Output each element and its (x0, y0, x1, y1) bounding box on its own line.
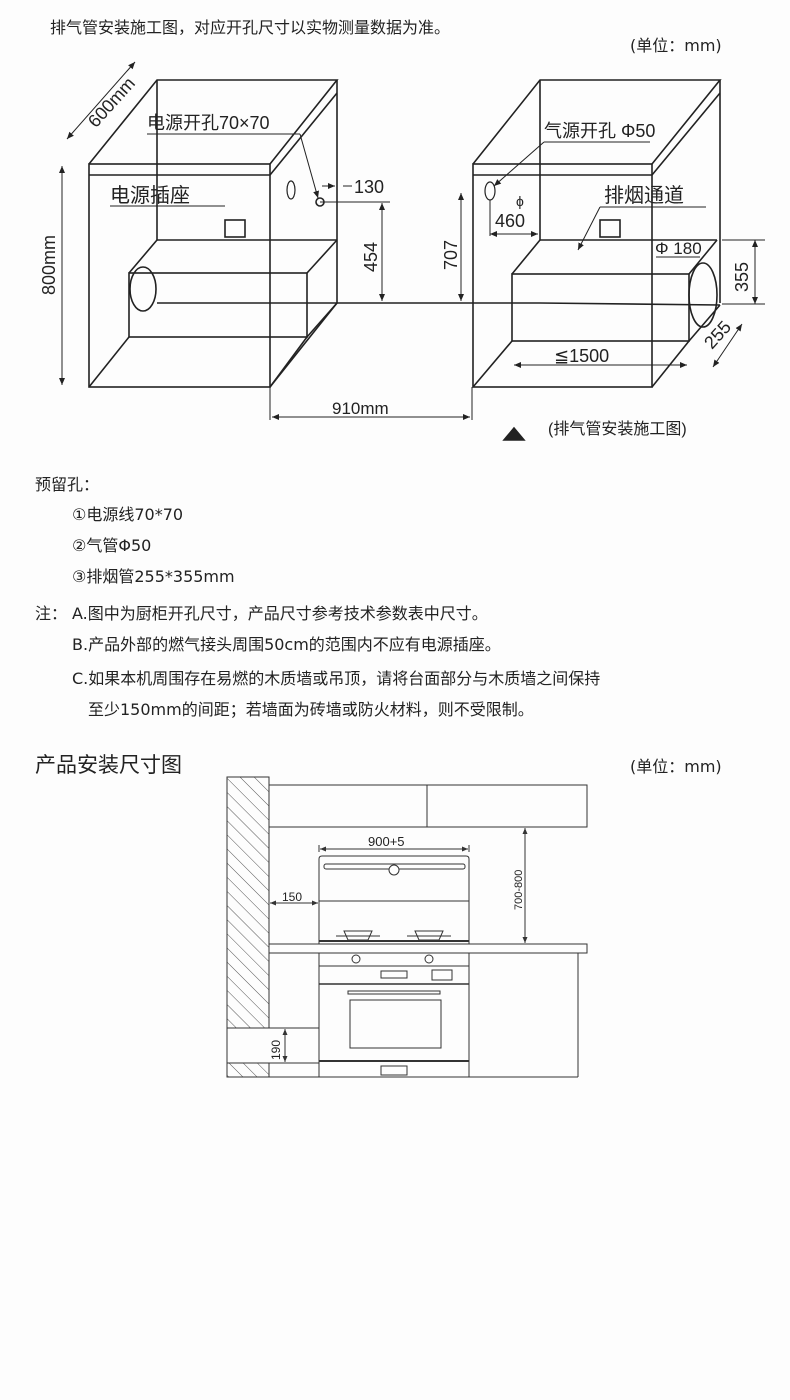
dim-707: 707 (441, 240, 461, 270)
triangle-marker-icon (502, 426, 526, 441)
width-label: 910mm (332, 399, 389, 418)
power-socket-icon (224, 219, 246, 238)
power-hole-label: 电源开孔70×70 (147, 113, 270, 133)
note-item: B.产品外部的燃气接头周围50cm的范围内不应有电源插座。 (72, 635, 501, 654)
subtitle: 排气管安装施工图，对应开孔尺寸以实物测量数据为准。 (50, 18, 451, 37)
flue-label: 排烟通道 (604, 184, 684, 207)
plinth-height-label: 190 (269, 1040, 283, 1060)
left-cabinet (88, 79, 339, 388)
upper-cabinet (268, 784, 588, 828)
wall-gap-label: 150 (282, 890, 302, 904)
note-item: 至少150mm的间距；若墙面为砖墙或防火材料，则不受限制。 (88, 700, 534, 719)
install-title: 产品安装尺寸图 (35, 753, 182, 777)
reserved-item: ②气管Φ50 (72, 536, 152, 555)
depth-label: 600mm (84, 73, 139, 131)
socket-label: 电源插座 (110, 184, 190, 207)
hood-height-label: 700-800 (513, 870, 525, 910)
install-unit: (单位：mm) (630, 757, 722, 776)
note-item: C.如果本机周围存在易燃的木质墙或吊顶，请将台面部分与木质墙之间保持 (72, 669, 601, 688)
stove-appliance (318, 855, 470, 1078)
appliance-width-label: 900+5 (368, 834, 405, 849)
reserved-item: ③排烟管255*355mm (72, 567, 235, 586)
exhaust-installation-diagram: 600mm 800mm 电源开孔70×70 电源插座 130 454 气源开孔 … (39, 61, 765, 441)
wall (226, 776, 270, 1029)
right-cabinet (472, 79, 722, 388)
diagram-caption: (排气管安装施工图) (548, 420, 687, 438)
installation-dimension-diagram: 900+5 150 700-800 190 (226, 776, 588, 1078)
dim-454: 454 (361, 242, 381, 272)
gas-hole-label: 气源开孔 Φ50 (544, 121, 655, 141)
dim-355: 355 (732, 262, 752, 292)
unit-label: (单位：mm) (630, 36, 722, 55)
notes-prefix: 注： (35, 604, 68, 623)
dim-phi: ϕ (516, 193, 524, 209)
dim-130: 130 (354, 177, 384, 197)
height-label: 800mm (39, 235, 59, 295)
max-length-label: ≦1500 (554, 346, 609, 366)
countertop (268, 943, 588, 954)
pipe-diameter-label: Φ 180 (655, 239, 702, 258)
note-item: A.图中为厨柜开孔尺寸，产品尺寸参考技术参数表中尺寸。 (72, 604, 488, 623)
reserved-title: 预留孔： (35, 475, 100, 494)
dim-460: 460 (495, 211, 525, 231)
reserved-item: ①电源线70*70 (72, 505, 184, 524)
